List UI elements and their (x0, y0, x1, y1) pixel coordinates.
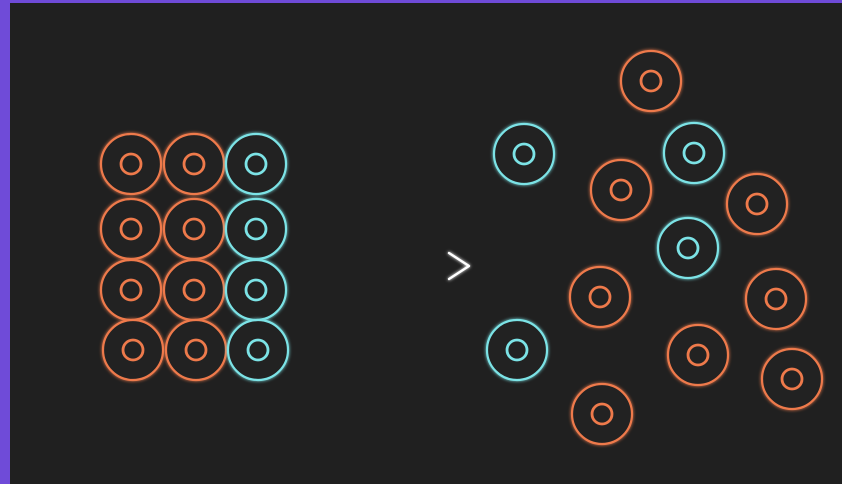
cell-after-orange (570, 382, 634, 446)
cell-before-orange (162, 197, 226, 261)
cell-before-orange (164, 318, 228, 382)
cell-before-cyan (226, 318, 290, 382)
cell-before-cyan (224, 197, 288, 261)
cell-after-cyan (492, 122, 556, 186)
cell-before-orange (99, 197, 163, 261)
cell-after-cyan (662, 121, 726, 185)
cell-before-orange (162, 258, 226, 322)
cell-after-orange (589, 158, 653, 222)
cell-after-cyan (656, 216, 720, 280)
cell-before-orange (162, 132, 226, 196)
diagram-svg (99, 49, 824, 446)
cell-before-cyan (224, 132, 288, 196)
cell-before-orange (99, 132, 163, 196)
diagram-canvas (10, 3, 842, 484)
cell-after-cyan (485, 318, 549, 382)
cell-after-orange (725, 172, 789, 236)
after-cell-scatter (485, 49, 824, 446)
cell-after-orange (619, 49, 683, 113)
cell-after-orange (568, 265, 632, 329)
before-cell-cluster (99, 132, 290, 382)
transition-arrow (322, 251, 471, 281)
cell-before-cyan (224, 258, 288, 322)
cell-before-orange (99, 258, 163, 322)
cell-after-orange (760, 347, 824, 411)
cell-after-orange (666, 323, 730, 387)
cell-after-orange (744, 267, 808, 331)
cell-before-orange (101, 318, 165, 382)
